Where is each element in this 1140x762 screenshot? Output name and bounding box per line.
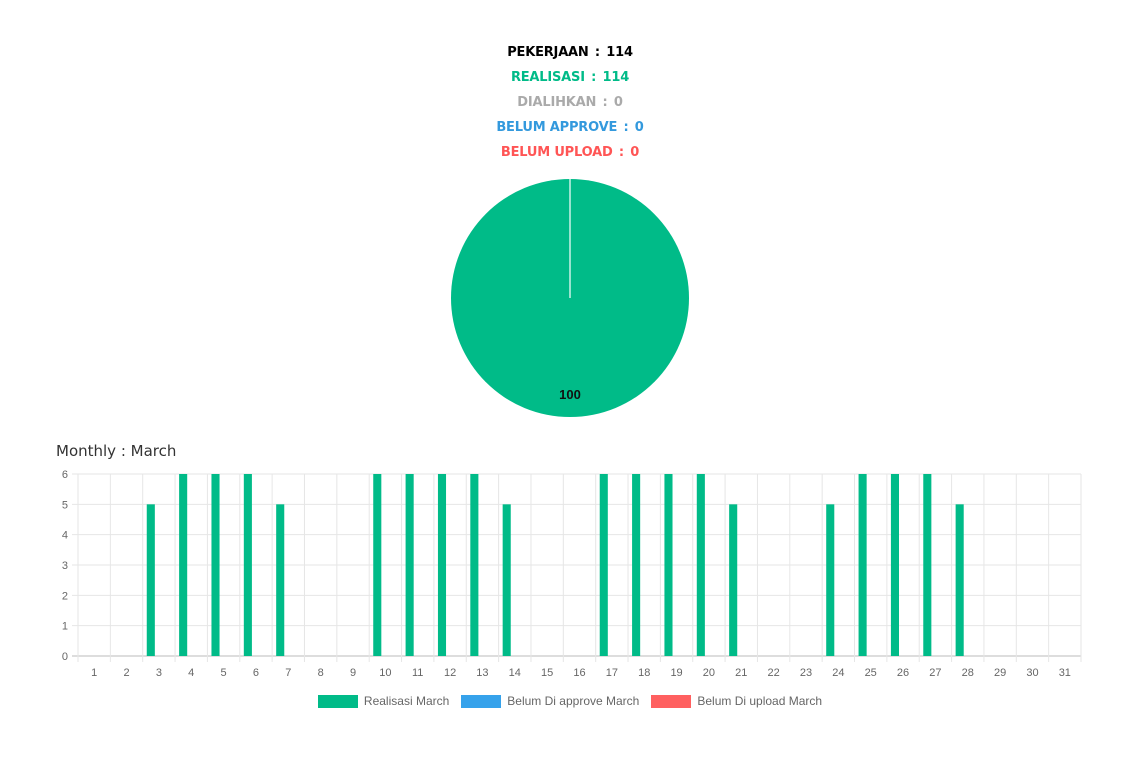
x-tick-label: 7 — [285, 667, 291, 679]
x-tick-label: 12 — [444, 667, 456, 679]
stat-belum-approve-value: 0 — [634, 120, 644, 135]
bar[interactable] — [437, 474, 447, 656]
y-tick-label: 3 — [62, 560, 68, 572]
x-tick-label: 31 — [1059, 667, 1071, 679]
pie-data-label: 100 — [559, 387, 581, 402]
stat-realisasi-value: 114 — [602, 70, 630, 85]
bar[interactable] — [858, 474, 867, 656]
bar[interactable] — [664, 474, 673, 656]
x-tick-label: 10 — [379, 667, 391, 679]
y-tick-label: 1 — [62, 621, 68, 633]
bar[interactable] — [955, 504, 964, 656]
bar[interactable] — [599, 474, 608, 656]
x-tick-label: 28 — [962, 667, 974, 679]
x-tick-label: 20 — [703, 667, 715, 679]
stat-belum-upload: BELUM UPLOAD : 0 — [500, 145, 640, 160]
x-tick-label: 8 — [318, 667, 324, 679]
bar[interactable] — [502, 504, 511, 656]
x-tick-label: 27 — [929, 667, 941, 679]
legend-swatch — [461, 694, 502, 708]
stat-dialihkan-value: 0 — [613, 95, 623, 110]
monthly-title: Monthly : March — [56, 442, 177, 460]
x-tick-label: 23 — [800, 667, 812, 679]
stat-dialihkan-label: DIALIHKAN — [517, 95, 597, 110]
bar[interactable] — [179, 474, 188, 656]
y-tick-label: 0 — [62, 651, 68, 663]
legend-label: Belum Di upload March — [697, 694, 823, 708]
x-tick-label: 4 — [188, 667, 194, 679]
stat-pekerjaan: PEKERJAAN : 114 — [507, 45, 633, 60]
x-tick-label: 30 — [1026, 667, 1038, 679]
bar-legend[interactable]: Realisasi March Belum Di approve March Bel… — [0, 694, 1140, 708]
x-tick-label: 22 — [768, 667, 780, 679]
x-tick-label: 25 — [865, 667, 877, 679]
summary-stats: PEKERJAAN : 114 REALISASI : 114 DIALIHKA… — [0, 40, 1140, 165]
stat-realisasi: REALISASI : 114 — [510, 70, 630, 85]
legend-label: Belum Di approve March — [507, 694, 640, 708]
y-tick-label: 5 — [62, 499, 68, 511]
x-tick-label: 24 — [832, 667, 844, 679]
x-tick-label: 13 — [476, 667, 488, 679]
y-tick-label: 4 — [62, 530, 68, 542]
bar[interactable] — [470, 474, 479, 656]
legend-item[interactable]: Belum Di upload March — [651, 694, 822, 708]
legend-swatch — [317, 694, 358, 708]
bar[interactable] — [923, 474, 932, 656]
x-tick-label: 18 — [638, 667, 650, 679]
x-tick-label: 19 — [670, 667, 682, 679]
bar[interactable] — [146, 504, 155, 656]
x-tick-label: 14 — [509, 667, 521, 679]
x-tick-label: 5 — [221, 667, 227, 679]
bar[interactable] — [890, 474, 900, 656]
y-tick-label: 6 — [62, 469, 68, 481]
bar[interactable] — [696, 474, 705, 656]
stat-belum-upload-value: 0 — [630, 145, 640, 160]
bar[interactable] — [243, 474, 252, 656]
legend-swatch — [651, 694, 692, 708]
x-tick-label: 2 — [123, 667, 129, 679]
x-tick-label: 17 — [606, 667, 618, 679]
bar[interactable] — [211, 474, 220, 656]
stat-belum-upload-label: BELUM UPLOAD — [500, 145, 613, 160]
pie-chart: 100 — [451, 179, 689, 417]
bar[interactable] — [632, 474, 641, 656]
x-tick-label: 1 — [91, 667, 97, 679]
bar[interactable] — [373, 474, 382, 656]
stat-pekerjaan-label: PEKERJAAN — [507, 45, 589, 60]
stat-dialihkan: DIALIHKAN : 0 — [517, 95, 623, 110]
x-tick-label: 11 — [412, 667, 423, 679]
legend-label: Realisasi March — [363, 694, 450, 708]
stat-pekerjaan-value: 114 — [606, 45, 633, 60]
bar[interactable] — [729, 504, 738, 656]
x-tick-label: 9 — [350, 667, 356, 679]
legend-item[interactable]: Realisasi March — [317, 694, 450, 708]
legend-item[interactable]: Belum Di approve March — [461, 694, 639, 708]
bar[interactable] — [826, 504, 835, 656]
x-tick-label: 15 — [541, 667, 553, 679]
x-tick-label: 3 — [156, 667, 162, 679]
x-tick-label: 26 — [897, 667, 909, 679]
stat-belum-approve: BELUM APPROVE : 0 — [496, 120, 644, 135]
stat-belum-approve-label: BELUM APPROVE — [496, 120, 618, 135]
x-tick-label: 6 — [253, 667, 259, 679]
x-tick-label: 29 — [994, 667, 1006, 679]
bar[interactable] — [276, 504, 285, 656]
x-tick-label: 16 — [573, 667, 585, 679]
x-tick-label: 21 — [735, 667, 747, 679]
y-tick-label: 2 — [62, 590, 68, 602]
stat-realisasi-label: REALISASI — [510, 70, 585, 85]
bar[interactable] — [405, 474, 414, 656]
